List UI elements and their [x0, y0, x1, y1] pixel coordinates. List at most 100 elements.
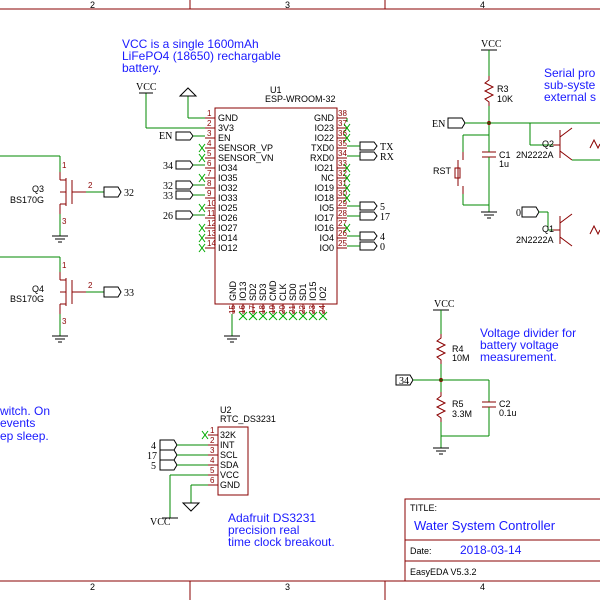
reset-circuit: VCC R3 10K EN C1 1u RST	[432, 39, 600, 219]
q1-part: 2N2222A	[516, 235, 554, 245]
u2-ref: U2	[220, 405, 232, 415]
q2-transistor: Q2 2N2222A	[516, 123, 600, 161]
u1-pin-num: 16	[238, 305, 247, 314]
net-17-u1: 17	[347, 211, 390, 223]
net-0-u1: 0	[347, 241, 385, 253]
note-rtc: Adafruit DS3231 precision real time cloc…	[228, 511, 335, 549]
u1-pin-name: EN	[218, 133, 231, 143]
c1-ref: C1	[499, 150, 511, 160]
u1-pin-name: IO27	[218, 223, 238, 233]
u1-pin-num: 20	[278, 305, 287, 314]
u1-pin-name: IO4	[319, 233, 334, 243]
net-4-u1: 4	[347, 231, 385, 243]
q3-pin-2: 2	[88, 181, 93, 190]
note-battery: VCC is a single 1600mAh LiFePO4 (18650) …	[122, 37, 281, 75]
note-switch: witch. On events ep sleep.	[0, 404, 50, 443]
u1-pin-name: NC	[321, 173, 334, 183]
u1-pin-name: IO32	[218, 183, 238, 193]
q4-pin-2: 2	[88, 281, 93, 290]
net-tx-u1: TX	[347, 141, 394, 153]
u1-pin-name: IO13	[238, 281, 248, 301]
c1-value: 1u	[499, 159, 509, 169]
note-rtc-line1: Adafruit DS3231	[228, 511, 316, 525]
note-battery-line2: LiFePO4 (18650) rechargable	[122, 49, 281, 63]
u1-pin-name: CLK	[278, 283, 288, 301]
u1-pin-name: IO15	[308, 281, 318, 301]
note-serial-line2: sub-syste	[544, 78, 596, 92]
q4-pin-3: 3	[62, 317, 67, 326]
u1-pin-25: 25 IO0	[319, 239, 347, 253]
u1-pin-name: 3V3	[218, 123, 234, 133]
note-battery-line3: battery.	[122, 61, 161, 75]
note-divider: Voltage divider for battery voltage meas…	[480, 326, 576, 364]
u2-net-17: 17	[147, 451, 157, 462]
u1-pin-name: IO14	[218, 233, 238, 243]
u1-pin-30: 30 IO18	[314, 189, 351, 203]
u1-pin-num: 1	[207, 109, 212, 118]
c2-ref: C2	[499, 399, 511, 409]
u1-pin-num: 4	[207, 139, 212, 148]
net-33-label: 33	[163, 191, 173, 202]
u1-pin-name: IO35	[218, 173, 238, 183]
u2-body	[217, 426, 249, 496]
vcc-label-u1: VCC	[136, 82, 157, 93]
u1-pin-name: IO26	[218, 213, 238, 223]
u1-pin-name: RXD0	[310, 153, 334, 163]
u1-bottom-pins: 15GND16IO1317SD218SD319CMD20CLK21SD022SD…	[228, 280, 328, 321]
q4-ref: Q4	[32, 284, 44, 294]
u1-pin-name: CMD	[268, 280, 278, 301]
u1-pin-name: IO22	[314, 133, 334, 143]
u1-pin-num: 11	[207, 209, 216, 218]
title-value: Water System Controller	[414, 518, 556, 533]
note-divider-line2: battery voltage	[480, 338, 559, 352]
gnd-u1-bottom	[224, 314, 240, 343]
net-rx-u1: RX	[347, 151, 395, 163]
u1-pin-num: 21	[288, 305, 297, 314]
u1-pin-name: SD2	[248, 283, 258, 301]
u1-pin-name: IO18	[314, 193, 334, 203]
q3-pin-1: 1	[62, 161, 67, 170]
note-rtc-line2: precision real	[228, 523, 299, 537]
q4-part: BS170G	[10, 294, 44, 304]
net-4-label: 4	[380, 232, 385, 243]
u2-net-4: 4	[151, 441, 156, 452]
net-32-u1: 32	[163, 180, 205, 192]
u1-pin-name: IO0	[319, 243, 334, 253]
u2-pin-name: SDA	[220, 460, 239, 470]
r3-ref: R3	[497, 84, 509, 94]
u1-pin-num: 24	[318, 305, 327, 314]
r4-value: 10M	[452, 353, 470, 363]
u1-pin-num: 9	[207, 189, 212, 198]
u1-pin-name: GND	[228, 281, 238, 302]
col-label-2-bottom: 2	[90, 582, 95, 592]
u1-pin-num: 30	[338, 189, 347, 198]
vcc-label-u2: VCC	[150, 517, 171, 528]
net-5-label: 5	[380, 202, 385, 213]
u2-net-5: 5	[151, 461, 156, 472]
q3-mosfet: 1 2 3 Q3 BS170G 32	[0, 155, 134, 243]
u1-pin-name: SENSOR_VN	[218, 153, 274, 163]
col-label-4-bottom: 4	[480, 582, 485, 592]
u1-part-name: ESP-WROOM-32	[265, 94, 336, 104]
q3-net-label: 32	[124, 188, 134, 199]
net-33-u1: 33	[163, 190, 205, 202]
u1-pin-num: 13	[207, 229, 216, 238]
u2-pin-num: 6	[210, 476, 215, 485]
u1-pin-num: 22	[298, 305, 307, 314]
u1-pin-num: 25	[338, 239, 347, 248]
